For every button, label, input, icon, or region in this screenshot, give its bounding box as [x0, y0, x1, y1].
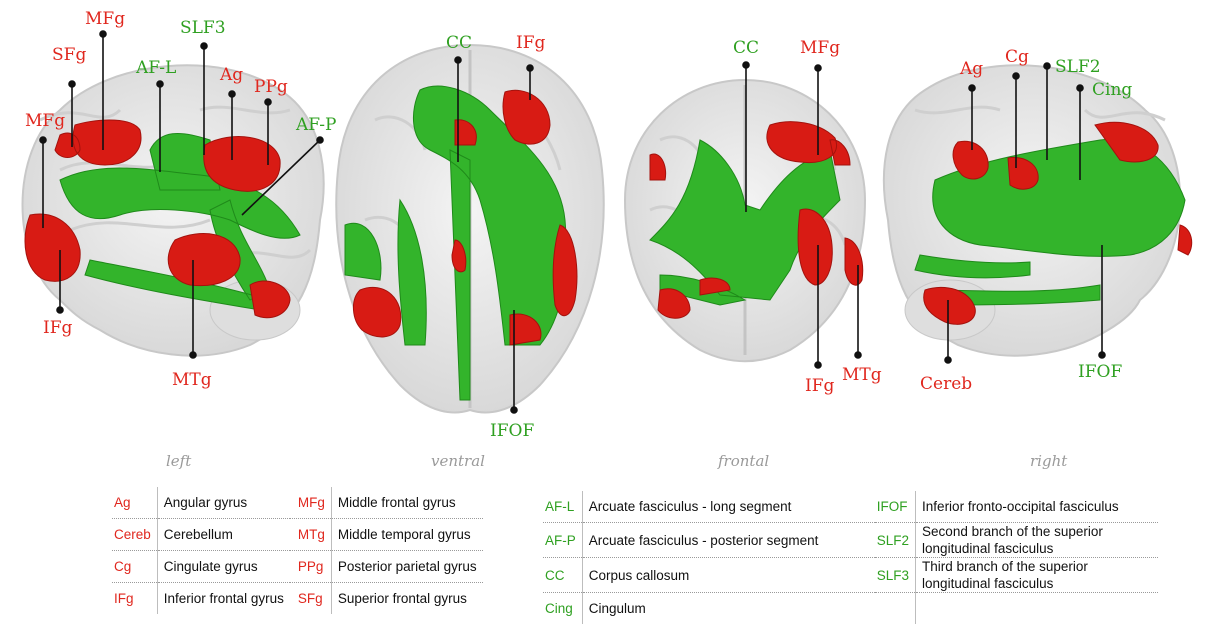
label-ag: Ag: [959, 59, 983, 79]
brain-left-view: [21, 64, 325, 357]
label-af-l: AF-L: [135, 58, 176, 78]
legend-abbr: Ag: [112, 487, 158, 519]
legend-row: AF-L Arcuate fasciculus - long segment I…: [543, 491, 1159, 523]
label-cg: Cg: [1005, 47, 1029, 67]
view-label-left: left: [166, 452, 192, 470]
left-tracts: [59, 132, 301, 311]
legend-abbr: PPg: [289, 550, 332, 583]
legend-name: Arcuate fasciculus - posterior segment: [581, 522, 875, 558]
legend-name: Third branch of the superior longitudina…: [915, 557, 1159, 593]
legend-name: Inferior frontal gyrus: [156, 582, 290, 614]
legend-name: Cingulate gyrus: [156, 550, 290, 583]
legend-row: Cg Cingulate gyrus PPg Posterior parieta…: [112, 550, 483, 583]
legend-abbr: SLF3: [874, 557, 916, 593]
label-cing: Cing: [1092, 80, 1132, 100]
label-mfg: MFg: [800, 38, 840, 58]
legend-name: [915, 592, 1159, 624]
right-regions: [923, 121, 1193, 325]
legend-abbr: Cereb: [112, 518, 158, 551]
brain-ventral-view: [335, 43, 605, 414]
brain-views-figure: MFg SFg MFg SLF3 AF-L Ag PPg AF-P IFg MT…: [21, 9, 1193, 441]
legend-row: Cing Cingulum: [543, 592, 1159, 625]
brain-frontal-view: [623, 78, 867, 363]
label-slf3: SLF3: [180, 18, 226, 38]
ventral-view-labels: CC IFg IFOF: [446, 33, 546, 441]
label-slf2: SLF2: [1055, 57, 1101, 77]
legend-name: Corpus callosum: [581, 557, 875, 593]
frontal-regions: [649, 121, 864, 319]
label-mfg: MFg: [25, 111, 65, 131]
label-cereb: Cereb: [920, 374, 972, 394]
legend-name: Cerebellum: [156, 518, 290, 551]
legend-row: CC Corpus callosum SLF3 Third branch of …: [543, 557, 1159, 593]
legend-name: Second branch of the superior longitudin…: [915, 522, 1159, 558]
label-mtg: MTg: [842, 365, 882, 385]
brain-right-view: [882, 64, 1193, 357]
legend-name: Arcuate fasciculus - long segment: [581, 491, 875, 523]
label-ppg: PPg: [254, 77, 288, 97]
legend-abbr: Cing: [545, 601, 573, 616]
view-label-frontal: frontal: [718, 452, 770, 470]
legend-name: Angular gyrus: [156, 487, 290, 519]
legend-abbr: Cg: [112, 550, 158, 583]
legend-abbr: MFg: [289, 487, 332, 519]
legend-row: IFg Inferior frontal gyrus SFg Superior …: [112, 582, 483, 614]
legend-abbr: IFOF: [874, 491, 916, 523]
label-mfg: MFg: [85, 9, 125, 29]
label-af-p: AF-P: [295, 115, 337, 135]
legend-abbr: AF-P: [543, 522, 583, 558]
label-ag: Ag: [219, 65, 243, 85]
left-regions: [24, 119, 291, 319]
frontal-view-labels: CC MFg IFg MTg: [733, 38, 882, 396]
view-label-right: right: [1030, 452, 1068, 470]
label-ifg: IFg: [805, 376, 835, 396]
label-ifg: IFg: [516, 33, 546, 53]
legend-abbr: SFg: [297, 591, 323, 606]
left-view-labels: MFg SFg MFg SLF3 AF-L Ag PPg AF-P IFg MT…: [25, 9, 337, 390]
view-label-ventral: ventral: [431, 452, 485, 470]
legend-regions: Ag Angular gyrus MFg Middle frontal gyru…: [112, 487, 483, 614]
legend-row: AF-P Arcuate fasciculus - posterior segm…: [543, 522, 1159, 558]
ventral-regions: [353, 89, 578, 346]
label-cc: CC: [446, 33, 472, 53]
label-ifof: IFOF: [490, 421, 534, 441]
callout-lines: [39, 30, 1106, 414]
right-tracts: [914, 138, 1186, 306]
legend-abbr: IFg: [114, 591, 134, 606]
legend-name: Middle temporal gyrus: [330, 518, 483, 551]
legend-name: Posterior parietal gyrus: [330, 550, 483, 583]
legend-row: Ag Angular gyrus MFg Middle frontal gyru…: [112, 487, 483, 519]
label-cc: CC: [733, 38, 759, 58]
legend-abbr: CC: [543, 557, 583, 593]
legend-name: Superior frontal gyrus: [330, 582, 483, 614]
legend-abbr: [875, 593, 916, 625]
legend-row: Cereb Cerebellum MTg Middle temporal gyr…: [112, 518, 483, 551]
legend-abbr: MTg: [289, 518, 332, 551]
label-mtg: MTg: [172, 370, 212, 390]
legend-abbr: AF-L: [543, 491, 583, 523]
right-view-labels: Ag Cg SLF2 Cing Cereb IFOF: [920, 47, 1132, 394]
legend-abbr: SLF2: [874, 522, 916, 558]
label-ifof: IFOF: [1078, 362, 1122, 382]
label-sfg: SFg: [52, 45, 86, 65]
label-ifg: IFg: [43, 318, 73, 338]
legend-name: Middle frontal gyrus: [330, 487, 483, 519]
legend-tracts: AF-L Arcuate fasciculus - long segment I…: [543, 491, 1159, 625]
legend-name: Cingulum: [581, 592, 875, 624]
legend-name: Inferior fronto-occipital fasciculus: [915, 491, 1159, 523]
